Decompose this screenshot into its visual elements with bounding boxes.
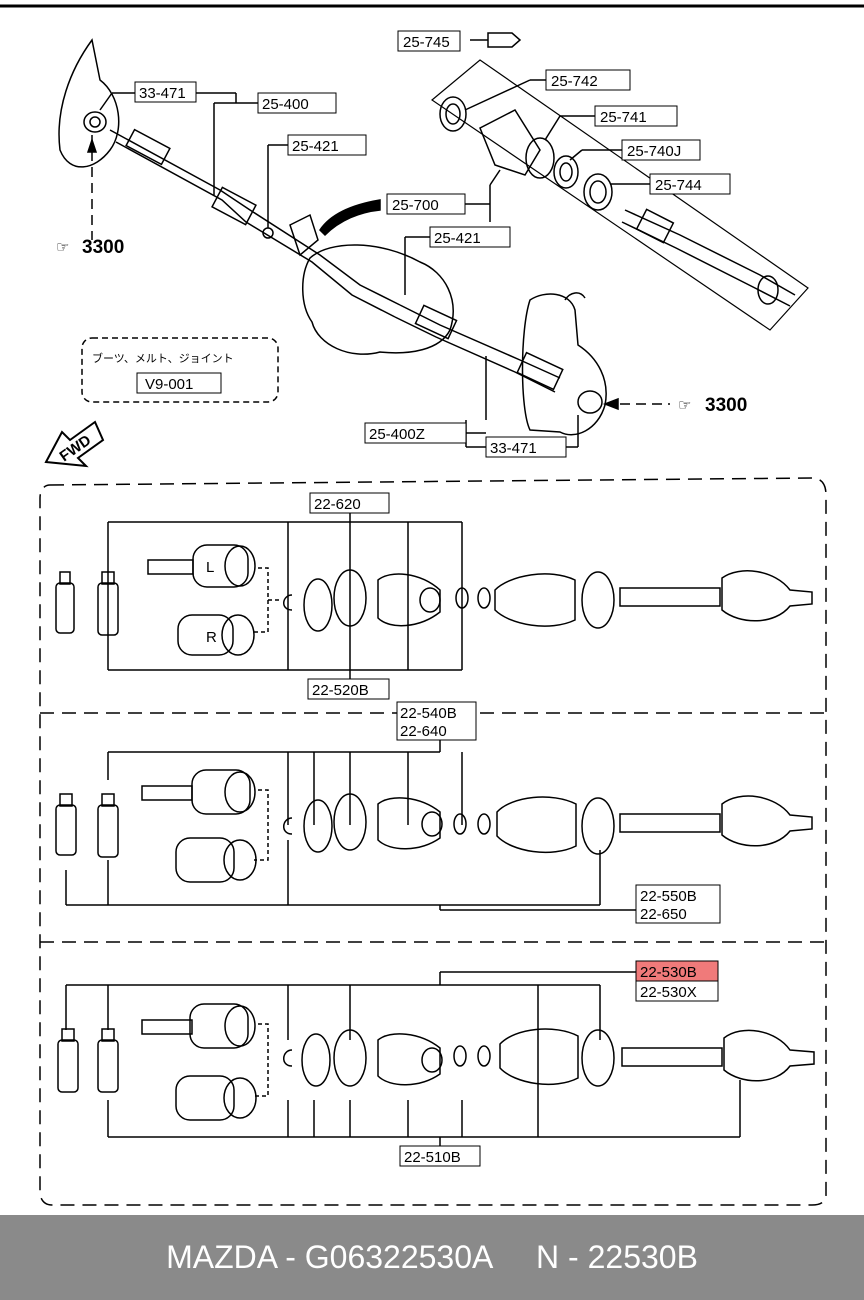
note-text: ブーツ、メルト、ジョイント — [92, 351, 234, 365]
top-assembly — [44, 32, 809, 468]
note-code: V9-001 — [145, 376, 193, 393]
label-22-550b: 22-550B — [640, 888, 697, 905]
joint-l-label: L — [206, 559, 214, 576]
section-1 — [55, 510, 813, 680]
ref-arrow-icon: ☞ — [56, 239, 69, 256]
label-25-400: 25-400 — [262, 96, 309, 113]
label-25-744: 25-744 — [655, 177, 702, 194]
label-33-471-top: 33-471 — [139, 85, 186, 102]
label-25-700: 25-700 — [392, 197, 439, 214]
label-25-421-a: 25-421 — [292, 138, 339, 155]
section-2 — [55, 740, 813, 911]
label-22-620: 22-620 — [314, 496, 361, 513]
footer-bar: MAZDA - G06322530A N - 22530B — [0, 1215, 864, 1300]
ref-arrow-icon: ☞ — [678, 397, 691, 414]
top-labels: 25-745 25-742 25-741 25-740J 25-744 25-7… — [56, 30, 747, 465]
label-25-400z: 25-400Z — [369, 426, 425, 443]
ref-3300-right: 3300 — [705, 395, 747, 416]
label-33-471-bottom: 33-471 — [490, 440, 537, 457]
lower-panel — [39, 477, 827, 1206]
label-22-520b: 22-520B — [312, 682, 369, 699]
label-22-640: 22-640 — [400, 723, 447, 740]
parts-diagram: 25-745 25-742 25-741 25-740J 25-744 25-7… — [0, 4, 864, 1206]
label-25-740j: 25-740J — [627, 143, 681, 160]
joint-r-label: R — [206, 629, 217, 646]
section-3 — [57, 971, 815, 1147]
label-22-530x: 22-530X — [640, 984, 697, 1001]
label-25-421-b: 25-421 — [434, 230, 481, 247]
label-22-540b: 22-540B — [400, 705, 457, 722]
label-25-741: 25-741 — [600, 109, 647, 126]
footer-part-info: MAZDA - G06322530A N - 22530B — [166, 1239, 698, 1275]
label-22-510b: 22-510B — [404, 1149, 461, 1166]
ref-3300-left: 3300 — [82, 237, 124, 258]
label-25-742: 25-742 — [551, 73, 598, 90]
label-22-530b: 22-530B — [640, 964, 697, 981]
label-22-650: 22-650 — [640, 906, 687, 923]
label-25-745: 25-745 — [403, 34, 450, 51]
lower-labels: L R 22-620 22-520B 22-540B 22-640 22-550… — [206, 492, 721, 1167]
